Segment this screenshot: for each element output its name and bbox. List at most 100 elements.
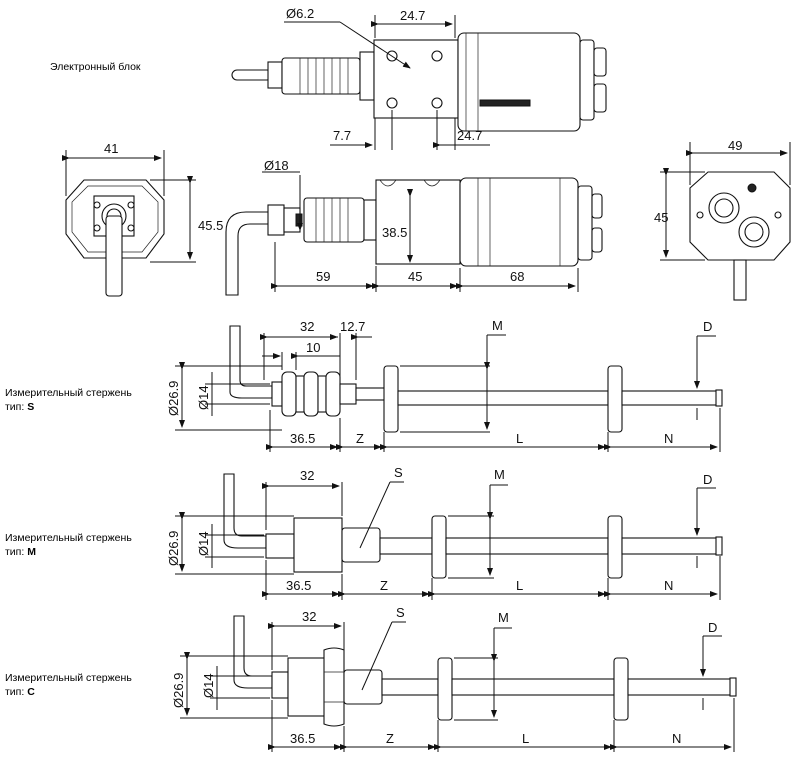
rod-s-dim-l: L <box>516 431 523 446</box>
top-label-plate <box>479 99 531 107</box>
rod-m-dim-32: 32 <box>300 468 314 483</box>
rod-c-bent-tube <box>233 615 273 689</box>
rod-c-hex-nut <box>323 647 345 727</box>
dim-cable-diameter: Ø18 <box>264 158 289 173</box>
rod-c-dim-n: N <box>672 731 681 746</box>
rod-c-tube-end <box>627 678 733 696</box>
rod-m-neck <box>265 533 295 559</box>
rod-s-dim-d1: Ø26.9 <box>166 381 181 416</box>
rod-s-dim-10: 10 <box>306 340 320 355</box>
rod-m-dim-l: L <box>516 578 523 593</box>
top-hole-3 <box>386 97 398 109</box>
rod-s-dim-d: D <box>703 319 712 334</box>
dim-front-height: 45.5 <box>198 218 223 233</box>
side-cable-nut <box>267 204 285 236</box>
rod-m-dim-m: M <box>494 467 505 482</box>
rod-m-label: Измерительный стержень тип: M <box>5 531 132 559</box>
rod-c-dim-36-5: 36.5 <box>290 731 315 746</box>
rod-s-tube-end <box>621 390 721 406</box>
front-cable <box>105 215 123 297</box>
rod-s-dim-m: M <box>492 318 503 333</box>
rod-s-type-prefix: тип: <box>5 401 25 413</box>
rod-s-dim-12-7: 12.7 <box>340 319 365 334</box>
unit-top-view <box>231 15 607 150</box>
dim-hole-diameter: Ø6.2 <box>286 6 314 21</box>
rod-m-dim-36-5: 36.5 <box>286 578 311 593</box>
top-hole-4 <box>431 97 443 109</box>
rod-s-dim-36-5: 36.5 <box>290 431 315 446</box>
rod-m-drawing <box>175 473 723 600</box>
dim-rear-height: 45 <box>654 210 668 225</box>
rod-s-drawing <box>175 325 723 452</box>
rod-c-dim-d: D <box>708 620 717 635</box>
rod-c-type-prefix: тип: <box>5 686 25 698</box>
rod-c-drawing <box>180 615 737 752</box>
rod-s-dim-n: N <box>664 431 673 446</box>
top-housing <box>373 39 459 119</box>
rod-s-label-line1: Измерительный стержень <box>5 387 132 399</box>
rod-s-end-magnet <box>607 365 623 433</box>
rod-c-end-magnet <box>613 657 629 721</box>
rod-m-dim-d2: Ø14 <box>196 531 211 556</box>
side-bent-cable <box>225 211 273 296</box>
rod-s-dim-d2: Ø14 <box>196 385 211 410</box>
rod-s-bent-tube <box>229 325 273 399</box>
rod-c-magnet <box>437 657 453 721</box>
dim-len-b: 45 <box>408 269 422 284</box>
side-connector-block <box>577 185 593 261</box>
rod-s-neck <box>271 381 283 407</box>
top-cable-nut <box>267 61 283 89</box>
rod-c-body <box>287 657 329 717</box>
dim-len-a: 59 <box>316 269 330 284</box>
side-flange <box>363 199 377 241</box>
rod-s-thread <box>339 383 357 405</box>
unit-front-view <box>62 150 196 297</box>
rod-c-dim-d2: Ø14 <box>201 673 216 698</box>
rod-m-dim-z: Z <box>380 578 388 593</box>
rod-s-label: Измерительный стержень тип: S <box>5 386 132 414</box>
top-connector-2 <box>593 83 607 113</box>
dim-len-c: 68 <box>510 269 524 284</box>
rod-c-dim-32: 32 <box>302 609 316 624</box>
rod-c-label: Измерительный стержень тип: C <box>5 671 132 699</box>
top-electronics-box <box>457 32 581 132</box>
top-cable-end <box>231 69 273 81</box>
top-connector-1 <box>593 47 607 77</box>
side-gland <box>303 197 365 243</box>
rod-s-type: S <box>27 401 35 413</box>
rear-cable <box>733 259 747 301</box>
rod-m-type: M <box>27 546 36 558</box>
rod-m-tube <box>379 537 433 555</box>
rod-s-dim-z: Z <box>356 431 364 446</box>
dim-bottom-width: 24.7 <box>457 128 482 143</box>
rod-c-label-line1: Измерительный стержень <box>5 672 132 684</box>
rod-s-dim-32: 32 <box>300 319 314 334</box>
dim-bottom-offset: 7.7 <box>333 128 351 143</box>
side-housing <box>375 179 461 265</box>
top-hole-2 <box>431 50 443 62</box>
rod-m-type-prefix: тип: <box>5 546 25 558</box>
rod-m-body <box>293 517 343 573</box>
top-connector-block <box>579 39 595 121</box>
dim-front-width: 41 <box>104 141 118 156</box>
electronic-unit-label: Электронный блок <box>50 61 141 73</box>
rod-m-label-line1: Измерительный стержень <box>5 532 132 544</box>
rod-c-dim-d1: Ø26.9 <box>171 673 186 708</box>
rod-m-magnet <box>431 515 447 579</box>
rod-s-tube <box>397 390 609 406</box>
rod-c-dim-s: S <box>396 605 405 620</box>
unit-rear-view <box>660 142 791 301</box>
unit-side-view <box>225 171 603 296</box>
rod-m-dim-n: N <box>664 578 673 593</box>
rod-m-end-magnet <box>607 515 623 579</box>
dim-side-height: 38.5 <box>382 225 407 240</box>
rod-c-tube <box>381 678 439 696</box>
rod-s-magnet <box>383 365 399 433</box>
rod-c-neck <box>271 671 289 699</box>
rod-m-dim-d: D <box>703 472 712 487</box>
dim-rear-width: 49 <box>728 138 742 153</box>
rod-c-dim-m: M <box>498 610 509 625</box>
rod-m-tube-mid <box>445 537 609 555</box>
